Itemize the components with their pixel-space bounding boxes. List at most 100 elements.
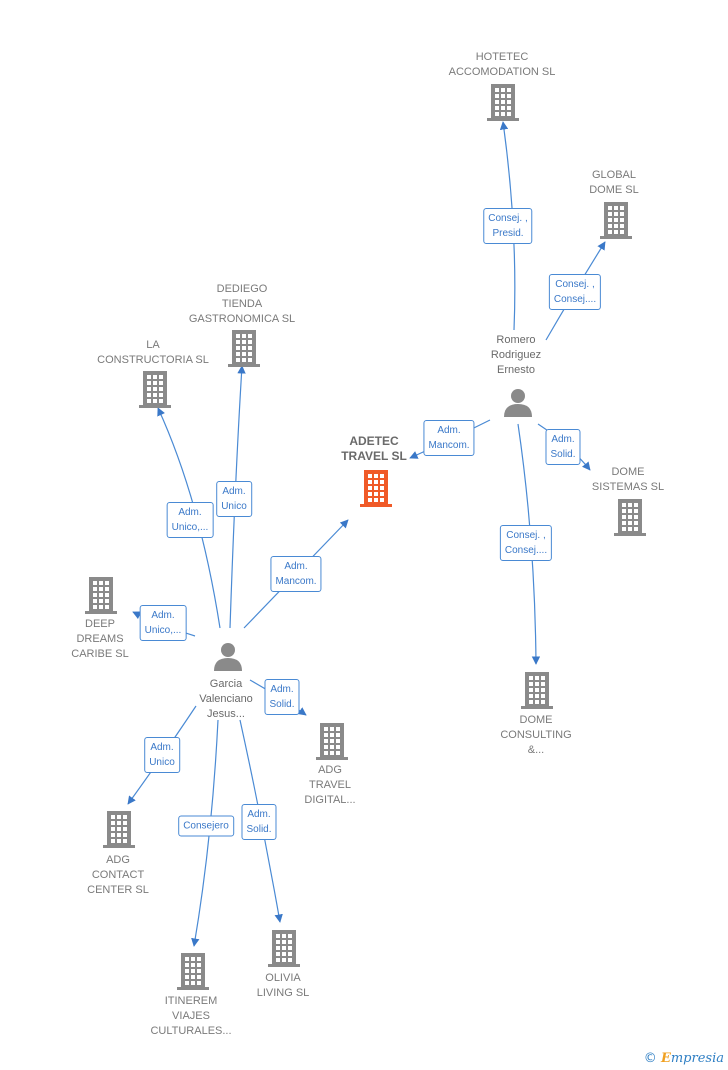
node-label-line: HOTETEC [475,51,529,63]
building-icon[interactable] [598,200,634,240]
role-badge-adetec_r[interactable]: Adm. Mancom. [423,420,475,456]
copyright-symbol: © [643,1051,657,1066]
node-label-line: ADETEC [349,434,399,448]
role-line: Adm. [270,684,294,695]
building-icon[interactable] [175,951,211,991]
role-line: Mancom. [428,440,470,451]
node-label-line: ADG [318,764,342,776]
role-badge-laconst[interactable]: Adm. Unico,... [166,502,214,538]
role-badge-hotetec[interactable]: Consej. , Presid. [483,208,533,244]
role-line: Adm. [151,610,175,621]
node-label-line: VIAJES [172,1010,210,1022]
role-line: Solid. [550,449,576,460]
focus-building-icon[interactable] [358,468,394,508]
role-badge-deep[interactable]: Adm.Unico,... [139,605,187,641]
role-line: Adm. [551,434,575,445]
role-line: Solid. [269,699,295,710]
node-label-adgtravel[interactable]: ADG TRAVEL DIGITAL... [304,763,355,808]
building-icon[interactable] [83,575,119,615]
node-label-line: &... [527,744,545,756]
node-label-line: TIENDA [221,298,263,310]
edge-garcia-itinerem [191,719,219,947]
node-label-line: DIGITAL... [304,794,356,806]
node-label-dediego[interactable]: DEDIEGO TIENDA GASTRONOMICA SL [189,282,295,327]
node-label-hotetec[interactable]: HOTETEC ACCOMODATION SL [449,50,556,80]
node-label-line: ITINEREM [164,995,218,1007]
role-line: Presid. [492,228,524,239]
node-label-line: Valenciano [199,693,253,705]
node-label-line: Rodriguez [490,349,542,361]
brand-rest: mpresia [670,1051,724,1066]
node-label-line: DEEP [85,618,115,630]
node-label-line: CONSULTING [500,729,572,741]
node-label-line: DEDIEGO [216,283,268,295]
role-badge-adgtravel[interactable]: Adm. Solid. [264,679,300,715]
building-icon[interactable] [485,82,521,122]
node-label-line: Garcia [209,678,243,690]
brand-initial: E [660,1051,671,1066]
role-line: Consejero [183,820,229,832]
node-label-line: CARIBE SL [71,648,129,660]
node-label-global[interactable]: GLOBAL DOME SL [589,168,639,198]
node-label-line: TRAVEL SL [341,449,407,463]
role-line: Adm. [247,809,271,820]
role-badge-dediego[interactable]: Adm. Unico [216,481,252,517]
role-line: Consej.... [504,545,548,556]
node-label-domecons[interactable]: DOME CONSULTING &... [500,713,571,758]
person-icon[interactable] [502,387,534,417]
role-line: Consej. , [488,213,528,224]
building-icon[interactable] [226,328,262,368]
role-line: Unico,... [171,522,209,533]
role-badge-global[interactable]: Consej. , Consej.... [548,274,602,310]
building-icon[interactable] [612,497,648,537]
node-label-line: LA [146,339,160,351]
person-icon[interactable] [212,641,244,671]
node-label-line: CULTURALES... [150,1025,232,1037]
node-label-line: CENTER SL [87,884,149,896]
node-label-line: CONTACT [91,869,145,881]
node-label-line: DOME SL [589,184,639,196]
node-label-line: GLOBAL [591,169,637,181]
role-line: Consej. , [506,530,546,541]
role-line: Solid. [246,824,272,835]
role-line: Unico [149,757,175,768]
node-label-line: Ernesto [497,364,535,376]
role-line: Adm. [222,486,246,497]
node-label-line: OLIVIA [265,972,301,984]
building-icon[interactable] [266,928,302,968]
node-label-line: SISTEMAS SL [591,481,665,493]
role-badge-domesis[interactable]: Adm. Solid. [545,429,581,465]
role-line: Consej.... [553,294,597,305]
node-label-line: DOME [519,714,553,726]
node-label-itinerem[interactable]: ITINEREM VIAJES CULTURALES... [150,994,231,1039]
node-label-adgcc[interactable]: ADG CONTACT CENTER SL [87,853,149,898]
building-icon[interactable] [519,670,555,710]
role-badge-olivia[interactable]: Adm. Solid. [241,804,277,840]
role-line: Unico [221,501,247,512]
building-icon[interactable] [101,809,137,849]
role-line: Adm. [284,561,308,572]
role-badge-domecons[interactable]: Consej. , Consej.... [499,525,553,561]
node-label-line: Jesus... [207,708,245,720]
role-line: Consej. , [555,279,595,290]
building-icon[interactable] [314,721,350,761]
empresia-brand: © Empresia [644,1051,724,1066]
node-label-line: ACCOMODATION SL [448,66,556,78]
node-label-line: TRAVEL [309,779,351,791]
role-badge-itinerem[interactable]: Consejero [178,815,234,837]
role-badge-adetec_g[interactable]: Adm. Mancom. [270,556,322,592]
node-label-line: GASTRONOMICA SL [188,313,296,325]
node-label-line: ADG [106,854,130,866]
role-line: Adm. [178,507,202,518]
role-badge-adgcc[interactable]: Adm.Unico [144,737,180,773]
role-line: Mancom. [275,576,317,587]
role-line: Adm. [437,425,461,436]
building-icon[interactable] [137,369,173,409]
